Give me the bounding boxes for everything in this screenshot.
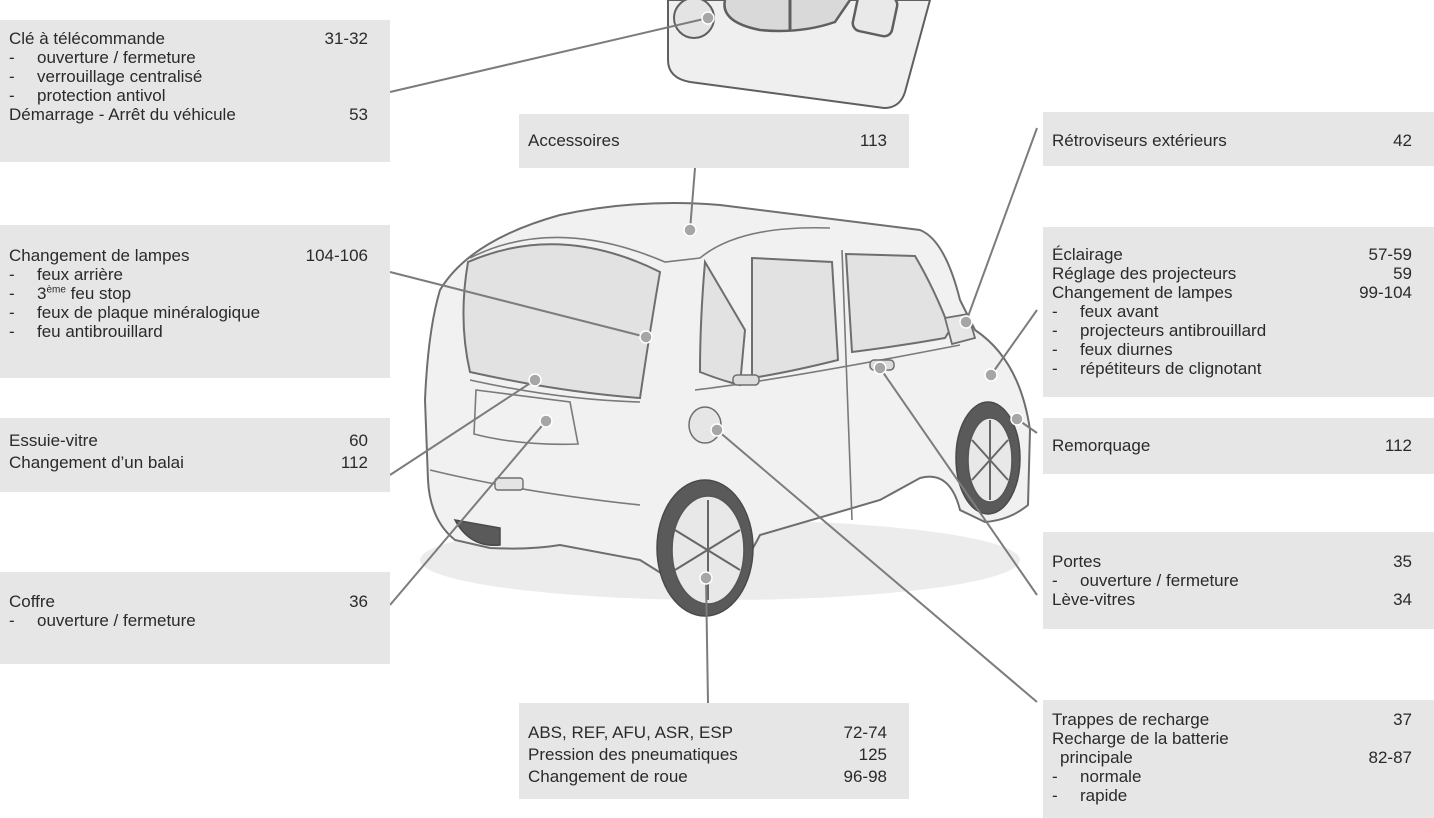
- lighting-sub-4: -répétiteurs de clignotant: [1052, 359, 1262, 378]
- charging-sub-1: -normale: [1052, 767, 1142, 786]
- headlamp-adjust-page[interactable]: 59: [1393, 264, 1412, 283]
- key-callout-box: Clé à télécommande 31-32 -ouverture / fe…: [0, 20, 390, 162]
- wheel-change-label: Changement de roue: [528, 767, 688, 786]
- towing-callout-box: Remorquage 112: [1043, 418, 1434, 474]
- key-sub-2: -verrouillage centralisé: [9, 67, 203, 86]
- tyre-pressure-label: Pression des pneumatiques: [528, 745, 738, 764]
- windows-label: Lève-vitres: [1052, 590, 1136, 609]
- callout-dots: [528, 11, 1024, 585]
- boot-label: Coffre: [9, 592, 55, 611]
- lighting-sub-3: -feux diurnes: [1052, 340, 1173, 359]
- start-stop-label: Démarrage - Arrêt du véhicule: [9, 105, 236, 124]
- rear-lamps-label: Changement de lampes: [9, 246, 190, 265]
- doors-page[interactable]: 35: [1393, 552, 1412, 571]
- lighting-page[interactable]: 57-59: [1368, 245, 1412, 264]
- doors-callout-box: Portes 35 -ouverture / fermeture Lève-vi…: [1043, 532, 1434, 629]
- lighting-label: Éclairage: [1052, 245, 1123, 264]
- charging-sub-2: -rapide: [1052, 786, 1128, 805]
- accessories-page[interactable]: 113: [859, 131, 887, 150]
- key-fob-illustration: [667, 0, 932, 110]
- charging-flaps-label: Trappes de recharge: [1052, 710, 1210, 729]
- rear-lamps-sub-1: -feux arrière: [9, 265, 123, 284]
- towing-label: Remorquage: [1052, 436, 1151, 455]
- rear-lamps-sub-4: -feu antibrouillard: [9, 322, 163, 341]
- rear-lamps-callout-box: Changement de lampes 104-106 -feux arriè…: [0, 225, 390, 378]
- rear-lamps-page[interactable]: 104-106: [305, 246, 368, 265]
- wiper-blade-label: Changement d’un balai: [9, 453, 184, 472]
- boot-callout-box: Coffre 36 -ouverture / fermeture: [0, 572, 390, 664]
- boot-page[interactable]: 36: [349, 592, 368, 611]
- abs-page[interactable]: 72-74: [843, 723, 887, 742]
- car-illustration: [423, 201, 1032, 617]
- charging-flaps-page[interactable]: 37: [1393, 710, 1412, 729]
- battery-charge-label-2: principale: [1060, 748, 1133, 767]
- key-row: Clé à télécommande 31-32: [9, 29, 368, 48]
- key-sub-1: -ouverture / fermeture: [9, 48, 196, 67]
- start-stop-page[interactable]: 53: [349, 105, 368, 124]
- key-sub-3: -protection antivol: [9, 86, 166, 105]
- accessories-label: Accessoires: [528, 131, 620, 150]
- key-label: Clé à télécommande: [9, 29, 165, 48]
- key-page[interactable]: 31-32: [324, 29, 368, 48]
- doors-label: Portes: [1052, 552, 1102, 571]
- wiper-label: Essuie-vitre: [9, 431, 98, 450]
- battery-charge-label: Recharge de la batterie: [1052, 729, 1229, 748]
- lighting-callout-box: Éclairage 57-59 Réglage des projecteurs …: [1043, 227, 1434, 397]
- lighting-sub-2: -projecteurs antibrouillard: [1052, 321, 1267, 340]
- accessories-callout-box: Accessoires 113: [519, 114, 909, 168]
- rear-lamps-sub-2: -3ème feu stop: [9, 284, 132, 303]
- windows-page[interactable]: 34: [1393, 590, 1412, 609]
- tyre-pressure-page[interactable]: 125: [858, 745, 887, 764]
- mirrors-page[interactable]: 42: [1393, 131, 1412, 150]
- battery-charge-page[interactable]: 82-87: [1368, 748, 1412, 767]
- front-lamps-label: Changement de lampes: [1052, 283, 1233, 302]
- towing-page[interactable]: 112: [1384, 436, 1412, 455]
- abs-label: ABS, REF, AFU, ASR, ESP: [528, 723, 734, 742]
- mirrors-label: Rétroviseurs extérieurs: [1052, 131, 1227, 150]
- charging-callout-box: Trappes de recharge 37 Recharge de la ba…: [1043, 700, 1434, 818]
- lighting-sub-1: -feux avant: [1052, 302, 1159, 321]
- leader-lines: [389, 17, 1038, 704]
- mirrors-callout-box: Rétroviseurs extérieurs 42: [1043, 112, 1434, 166]
- rear-lamps-sub-3: -feux de plaque minéralogique: [9, 303, 261, 322]
- headlamp-adjust-label: Réglage des projecteurs: [1052, 264, 1237, 283]
- start-stop-row: Démarrage - Arrêt du véhicule 53: [9, 105, 368, 124]
- wheel-change-page[interactable]: 96-98: [843, 767, 887, 786]
- wiper-page[interactable]: 60: [349, 431, 368, 450]
- wiper-blade-page[interactable]: 112: [340, 453, 368, 472]
- wiper-callout-box: Essuie-vitre 60 Changement d’un balai 11…: [0, 418, 390, 492]
- boot-sub-1: -ouverture / fermeture: [9, 611, 196, 630]
- doors-sub-1: -ouverture / fermeture: [1052, 571, 1239, 590]
- wheels-callout-box: ABS, REF, AFU, ASR, ESP 72-74 Pression d…: [519, 703, 909, 799]
- front-lamps-page[interactable]: 99-104: [1359, 283, 1412, 302]
